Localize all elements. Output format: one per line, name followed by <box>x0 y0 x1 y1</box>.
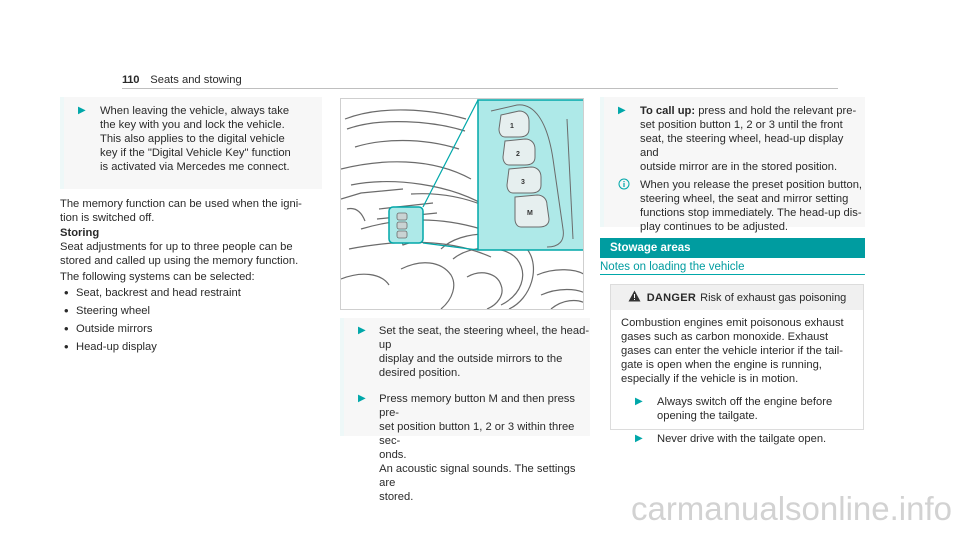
call-up-label: To call up: <box>639 105 696 117</box>
page-header: 110 Seats and stowing <box>122 73 958 87</box>
step-2-text: Press memory button M and then press pre… <box>379 393 576 503</box>
step-arrow-icon: ▶ <box>618 105 626 116</box>
danger-label: DANGER <box>646 291 697 304</box>
header-divider <box>122 88 838 89</box>
step-arrow-icon: ▶ <box>358 325 366 336</box>
watermark: carmanualsonline.info <box>630 490 952 527</box>
note-text: When you release the preset position but… <box>640 179 863 233</box>
systems-intro: The following systems can be selected: <box>60 271 255 283</box>
subheading: Notes on loading the vehicle <box>600 261 745 273</box>
subheading-rule <box>600 274 865 275</box>
memory-button-1-label: 1 <box>510 123 514 130</box>
systems-list: Seat, backrest and head restraint Steeri… <box>60 284 330 356</box>
steps-box: ▶ Set the seat, the steering wheel, the … <box>340 318 590 503</box>
danger-body: Combustion engines emit poisonous exhaus… <box>621 317 844 385</box>
danger-box: DANGER Risk of exhaust gas poisoning Com… <box>610 284 864 445</box>
page-number: 110 <box>122 74 140 86</box>
info-icon <box>618 178 640 234</box>
step-1-text: Set the seat, the steering wheel, the he… <box>378 325 590 379</box>
section-name: Seats and stowing <box>150 74 242 86</box>
list-item: Head-up display <box>60 338 330 356</box>
section-title-bar: Stowage areas <box>600 238 865 258</box>
memory-button-m-label: M <box>527 210 533 217</box>
danger-step-1: Always switch off the engine before open… <box>657 396 833 422</box>
memory-button-2-label: 2 <box>516 151 520 158</box>
step-arrow-icon: ▶ <box>358 393 366 404</box>
storing-text: Seat adjustments for up to three people … <box>60 241 299 267</box>
list-item: Outside mirrors <box>60 320 330 338</box>
intro-text: The memory function can be used when the… <box>60 198 302 224</box>
note-step-box: ▶ When leaving the vehicle, always take … <box>60 97 322 189</box>
danger-step-2: Never drive with the tailgate open. <box>657 433 827 445</box>
memory-button-figure: 1 2 3 M <box>340 98 584 310</box>
storing-heading: Storing <box>60 227 100 239</box>
step-arrow-icon: ▶ <box>635 396 643 407</box>
call-up-text: press and hold the relevant pre- set pos… <box>639 105 857 173</box>
note-step-text: When leaving the vehicle, always take th… <box>100 105 291 173</box>
list-item: Steering wheel <box>60 302 330 320</box>
danger-title: Risk of exhaust gas poisoning <box>700 291 847 304</box>
memory-button-3-label: 3 <box>521 179 525 186</box>
danger-header: DANGER Risk of exhaust gas poisoning <box>611 285 863 310</box>
list-item: Seat, backrest and head restraint <box>60 284 330 302</box>
door-panel-illustration: 1 2 3 M <box>341 99 583 309</box>
call-up-box: ▶ To call up: press and hold the relevan… <box>600 97 865 233</box>
step-arrow-icon: ▶ <box>635 433 643 444</box>
warning-triangle-icon <box>628 290 641 306</box>
step-arrow-icon: ▶ <box>78 105 86 116</box>
